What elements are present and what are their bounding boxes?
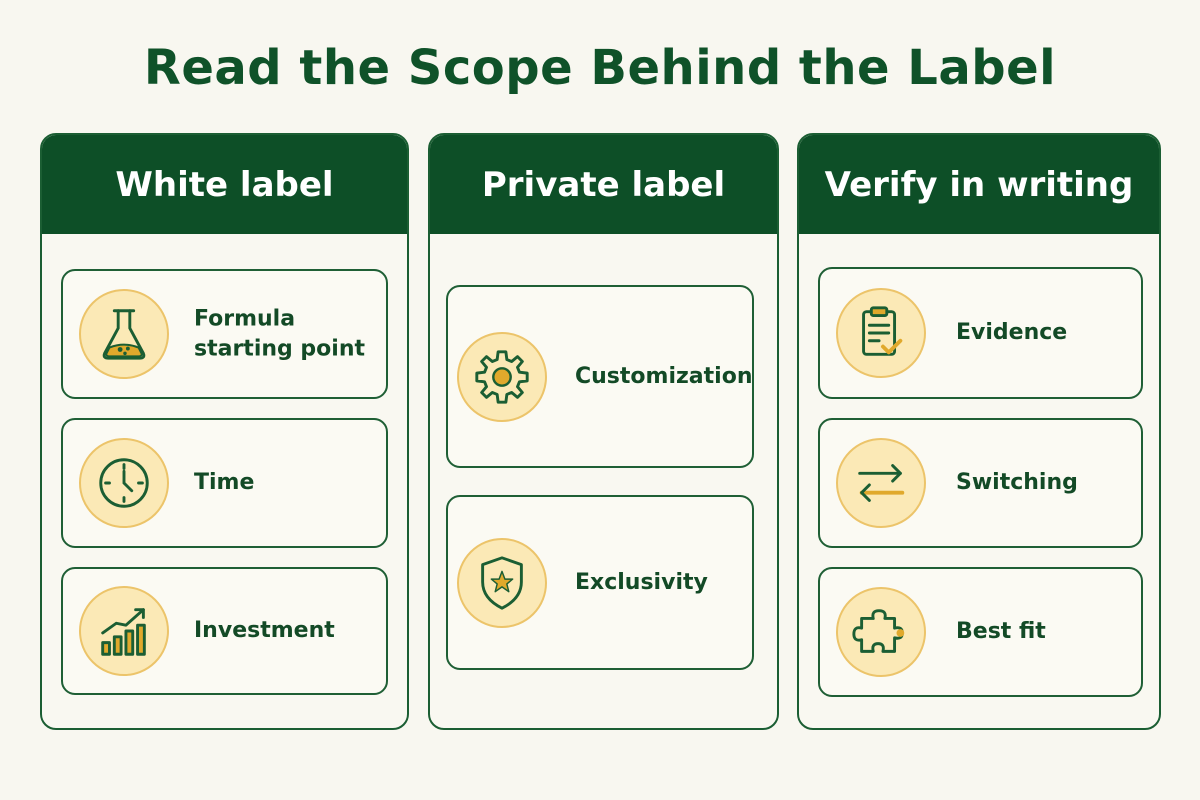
gear-icon	[457, 331, 547, 422]
private-label-panel: Private label Customization Exclusivity	[428, 133, 779, 730]
card-label: Investment	[194, 618, 335, 644]
flask-icon	[79, 289, 169, 379]
card-best-fit: Best fit	[818, 567, 1143, 697]
card-label: Evidence	[956, 320, 1068, 346]
puzzle-piece-icon	[836, 587, 926, 677]
card-label: Best fit	[956, 619, 1046, 645]
card-time: Time	[61, 418, 388, 548]
card-exclusivity: Exclusivity	[446, 495, 754, 670]
clipboard-check-icon	[836, 288, 926, 378]
panel-header-private-label: Private label	[430, 135, 777, 234]
swap-arrows-icon	[836, 438, 926, 528]
card-label: Switching	[956, 470, 1078, 496]
card-evidence: Evidence	[818, 267, 1143, 399]
card-investment: Investment	[61, 567, 388, 695]
white-label-panel: White label Formula starting point	[40, 133, 409, 730]
panel-header-white-label: White label	[42, 135, 407, 234]
card-label: Customization	[575, 363, 753, 389]
verify-in-writing-panel: Verify in writing Evidence Switching	[797, 133, 1161, 730]
card-switching: Switching	[818, 418, 1143, 548]
card-label: Time	[194, 470, 255, 496]
panel-header-verify-in-writing: Verify in writing	[799, 135, 1159, 234]
page-title: Read the Scope Behind the Label	[143, 40, 1057, 96]
card-formula-starting-point: Formula starting point	[61, 269, 388, 399]
clock-icon	[79, 438, 169, 528]
card-customization: Customization	[446, 285, 754, 468]
card-label: Formula starting point	[194, 306, 366, 361]
growth-chart-icon	[79, 586, 169, 676]
card-label: Exclusivity	[575, 569, 708, 595]
shield-star-icon	[457, 537, 547, 628]
